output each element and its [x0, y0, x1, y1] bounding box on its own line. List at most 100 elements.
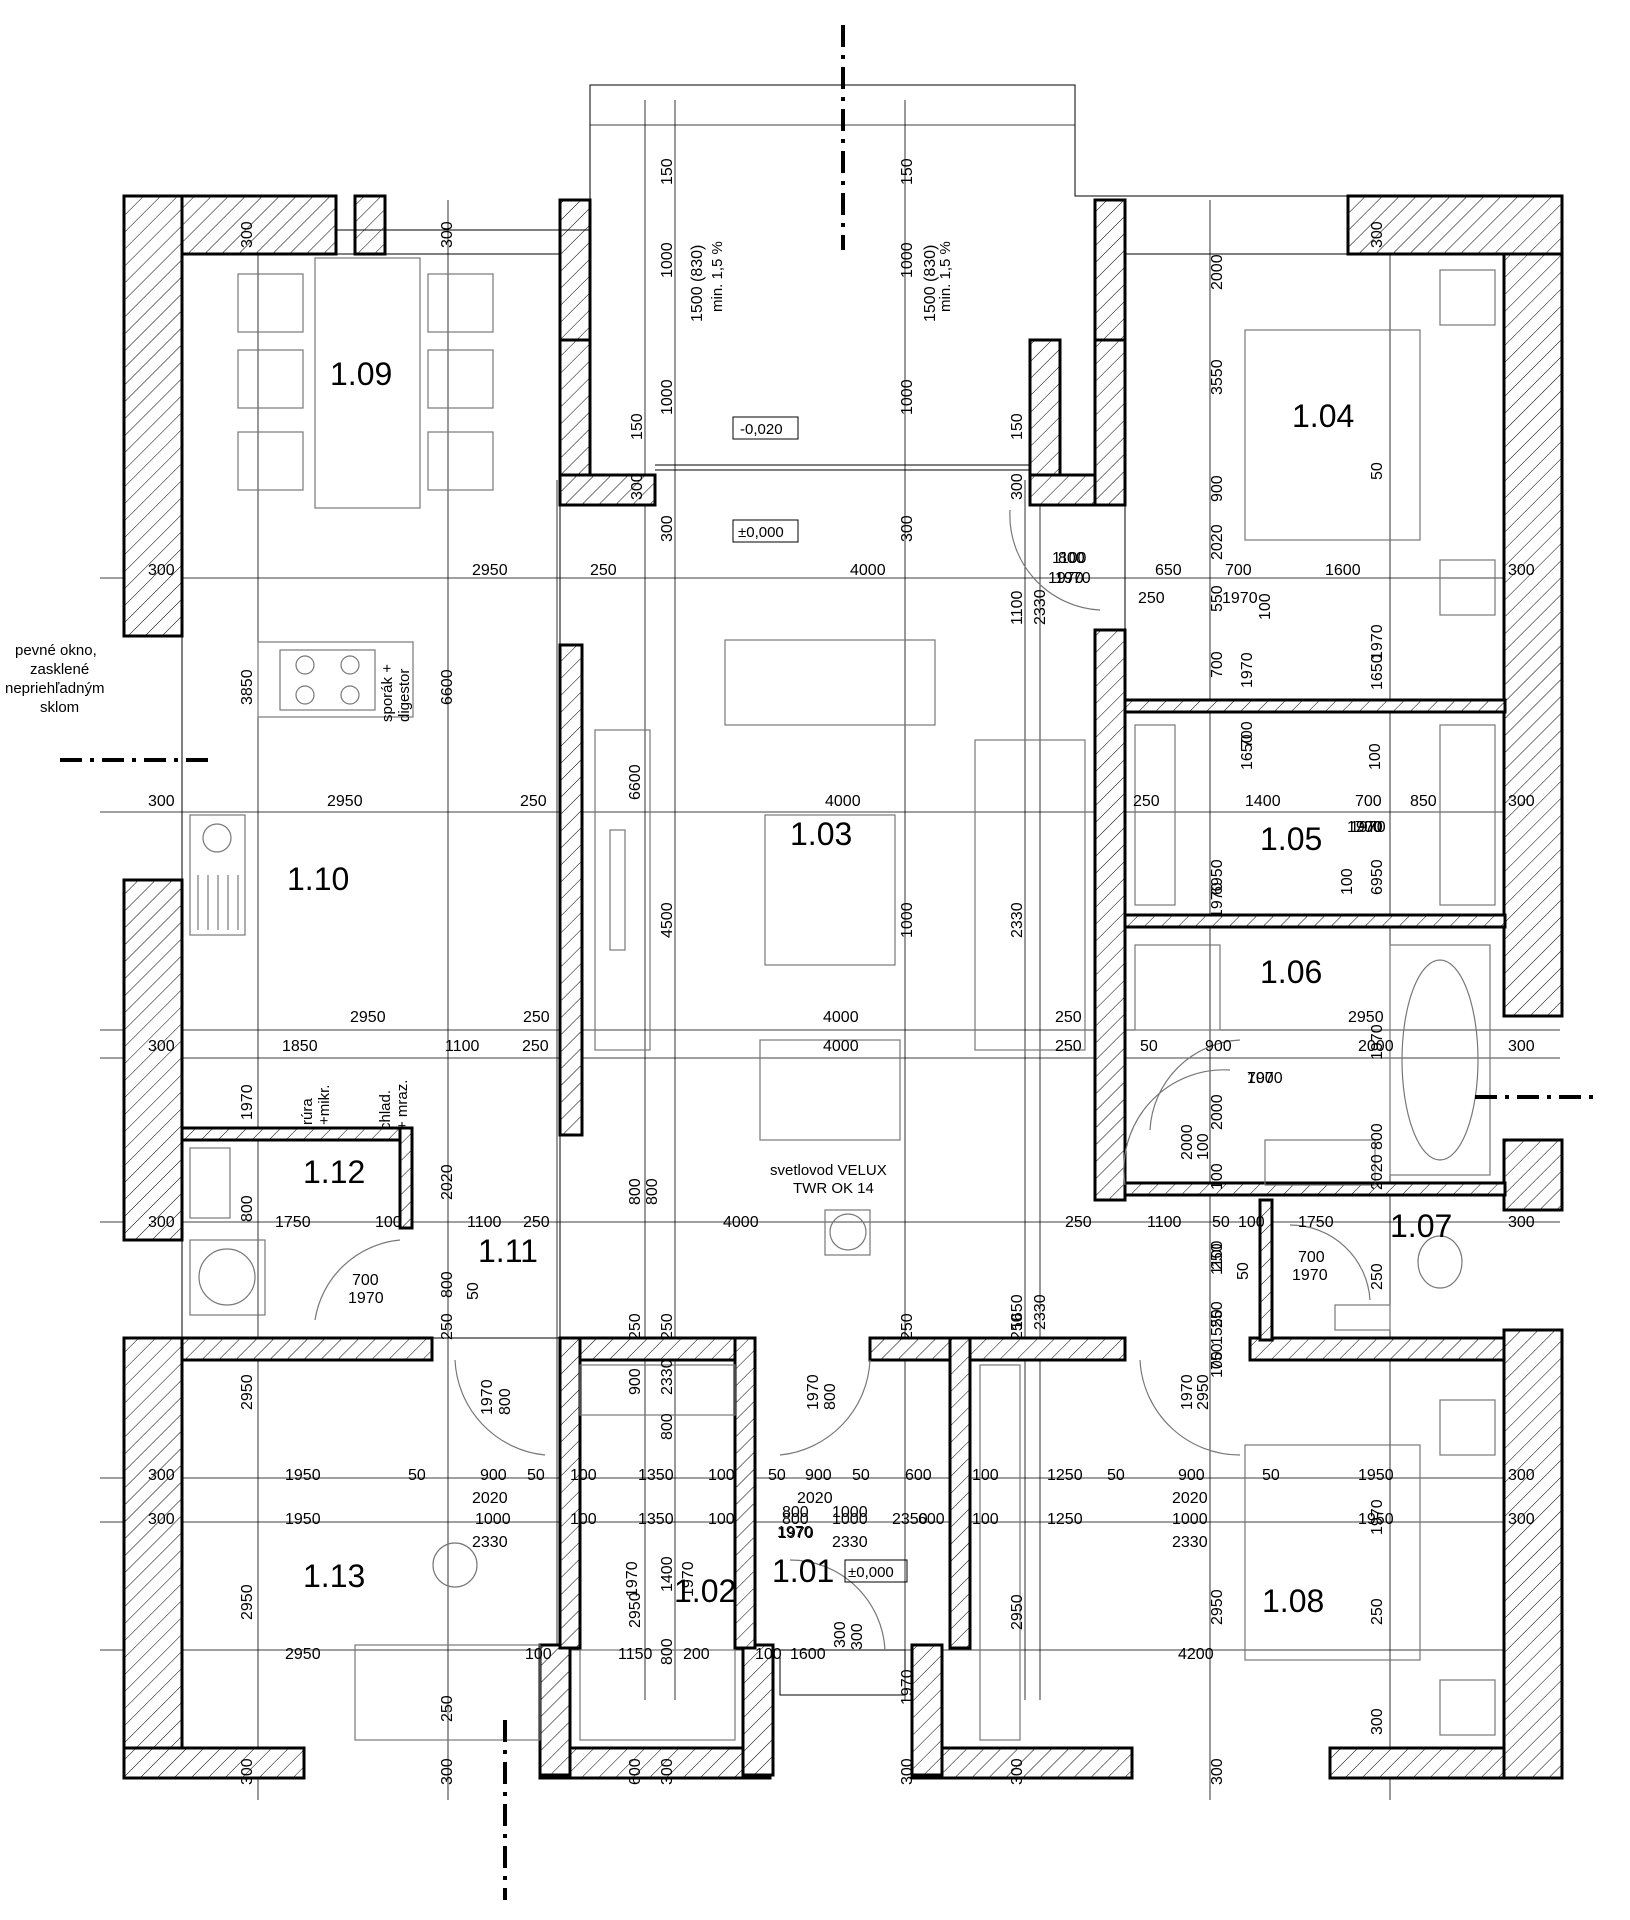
dim: 250 [1369, 1263, 1386, 1290]
dim: 800 [1369, 1123, 1386, 1150]
dim: 300 [832, 1621, 849, 1648]
dim: 1600 [1325, 562, 1361, 579]
dim: 4000 [825, 793, 861, 810]
dim: 1970 [805, 1374, 822, 1410]
dim: 2020 [472, 1490, 508, 1507]
dim: 1000 [899, 902, 916, 938]
dim: 1970 [624, 1561, 641, 1597]
interior-walls [180, 628, 1507, 1650]
dim: 1750 [1298, 1214, 1334, 1231]
dim: 1970 [778, 1525, 814, 1542]
dim: 1350 [638, 1467, 674, 1484]
vertical-dimensions: 300 300 150 1000 1500 (830) 1000 150 300… [239, 158, 1386, 1785]
dim: 300 [899, 515, 916, 542]
dim: 300 [148, 1214, 175, 1231]
dim: 250 [1009, 1313, 1026, 1340]
dim: 250 [899, 1313, 916, 1340]
dim: 50 [1262, 1467, 1280, 1484]
dim: 2350 [892, 1511, 928, 1528]
dim: 2000 [1358, 1038, 1394, 1055]
dim: 1970 [1209, 882, 1226, 918]
dim: 2330 [1009, 902, 1026, 938]
dim: 1970 [1222, 590, 1258, 607]
bed-1-08 [1244, 1399, 1496, 1736]
dim: 100 [972, 1467, 999, 1484]
dim: 300 [148, 1038, 175, 1055]
room-label: 1.02 [674, 1573, 736, 1609]
dim: 850 [1410, 793, 1437, 810]
dim: 150 [659, 158, 676, 185]
bathtub [1134, 944, 1491, 1186]
dim: 1970 [239, 1084, 256, 1120]
dim: 700 [1209, 651, 1226, 678]
dim: 3850 [239, 669, 256, 705]
dim: 1100 [445, 1038, 480, 1055]
dim: 1970 [1055, 570, 1091, 587]
door-dimensions: 800 1970 700 1970 700 1970 700 1970 700 … [348, 550, 1386, 1541]
dim: 50 [465, 1282, 482, 1300]
room-label: 1.13 [303, 1558, 365, 1594]
dim: 50 [1140, 1038, 1158, 1055]
dim: 2950 [239, 1584, 256, 1620]
dim: 1970 [1247, 1070, 1283, 1087]
dim: 900 [627, 1368, 644, 1395]
dim: 100 [525, 1646, 552, 1663]
dim: 250 [590, 562, 617, 579]
dim: 1600 [790, 1646, 826, 1663]
dim: 1500 (830) [922, 245, 939, 322]
dim: 1000 [899, 379, 916, 415]
dim: 550 [1209, 585, 1226, 612]
dim: 1970 [1048, 570, 1084, 587]
dim: 1950 [1358, 1467, 1394, 1484]
dim: 4500 [659, 902, 676, 938]
level-terrace: -0,020 [740, 421, 783, 438]
dim: 100 [1209, 1163, 1226, 1190]
dim: 2020 [1369, 1154, 1386, 1190]
dim: 50 [408, 1467, 426, 1484]
dim: 2950 [327, 793, 363, 810]
dim: 800 [439, 1271, 456, 1298]
room-labels: 1.09 1.04 1.03 1.10 1.05 1.06 1.12 1.11 … [287, 356, 1452, 1619]
dim: 1970 [1292, 1267, 1328, 1284]
dim: 300 [239, 221, 256, 248]
dim: 1500 (830) [689, 245, 706, 322]
dim: 900 [480, 1467, 507, 1484]
dim: 300 [899, 1758, 916, 1785]
dim: 800 [644, 1178, 661, 1205]
dim: 1000 [659, 242, 676, 278]
dim: 2950 [1209, 1589, 1226, 1625]
dim: 150 [899, 158, 916, 185]
room-label: 1.12 [303, 1154, 365, 1190]
dim: 2020 [1209, 524, 1226, 560]
dim: 2020 [439, 1164, 456, 1200]
room-label: 1.05 [1260, 821, 1322, 857]
stove-note-1: sporák + [379, 664, 396, 722]
level-living: ±0,000 [738, 524, 784, 541]
dim: 1000 [832, 1511, 868, 1528]
fridge-note-1: chlad. [377, 1090, 394, 1130]
dim: 1750 [275, 1214, 311, 1231]
room-label: 1.09 [330, 356, 392, 392]
dim: 2330 [472, 1534, 508, 1551]
dim: 1100 [1052, 550, 1087, 567]
dim: 1970 [479, 1379, 496, 1415]
dim: 4000 [850, 562, 886, 579]
dim: 1650 [1369, 654, 1386, 690]
dim: 800 [782, 1511, 809, 1528]
dim: 300 [148, 562, 175, 579]
dim: 600 [627, 1758, 644, 1785]
dim: 50 [768, 1467, 786, 1484]
living-furniture [594, 639, 1086, 1256]
dim: 1000 [475, 1511, 511, 1528]
dim: 2330 [659, 1359, 676, 1395]
dim: 150 [1009, 413, 1026, 440]
washer [189, 1147, 266, 1316]
dim: 250 [1065, 1214, 1092, 1231]
skylight-note-1: svetlovod VELUX [770, 1162, 887, 1179]
dim: 700 [1355, 819, 1382, 836]
dim: 2000 [1179, 1124, 1196, 1160]
dim: 100 [972, 1511, 999, 1528]
dim: 300 [659, 1758, 676, 1785]
dim: 800 [822, 1383, 839, 1410]
dim: 1970 [1369, 624, 1386, 660]
